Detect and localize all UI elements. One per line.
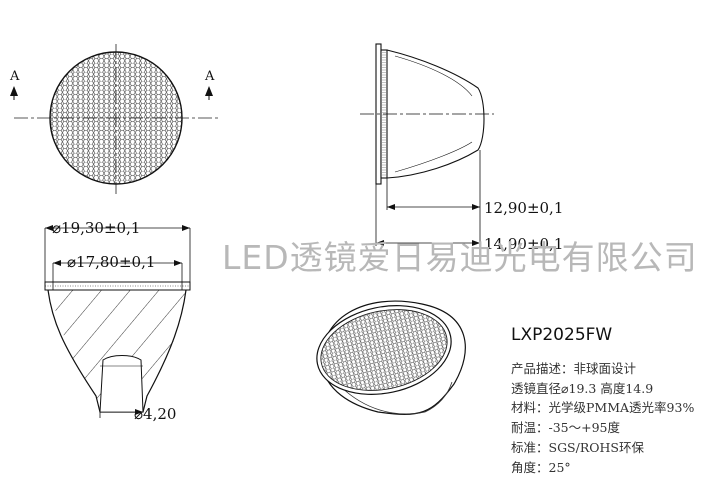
dim-height-total: 14,90±0,1 bbox=[484, 235, 563, 253]
model-number: LXP2025FW bbox=[511, 325, 613, 345]
section-label-left: A bbox=[9, 69, 20, 84]
spec-line: 透镜直径⌀19.3 高度14.9 bbox=[511, 380, 654, 396]
dim-height-body: 12,90±0,1 bbox=[484, 199, 563, 217]
top-view bbox=[14, 44, 218, 194]
spec-line: 材料：光学级PMMA透光率93% bbox=[511, 400, 695, 416]
dim-outer-diameter: ⌀19,30±0,1 bbox=[52, 219, 140, 237]
spec-line: 角度：25° bbox=[511, 459, 571, 475]
watermark-text: LED透镜爱日易迪光电有限公司 bbox=[222, 238, 698, 277]
spec-line: 标准：SGS/ROHS环保 bbox=[511, 439, 644, 455]
dim-arrows-side bbox=[376, 204, 480, 246]
side-view bbox=[360, 43, 494, 246]
perspective-view bbox=[313, 300, 466, 415]
arrow-up-icon bbox=[205, 86, 213, 96]
section-marker-right: A bbox=[204, 69, 215, 100]
spec-list: 产品描述：非球面设计 透镜直径⌀19.3 高度14.9 材料：光学级PMMA透光… bbox=[511, 359, 694, 477]
dim-inner-diameter: ⌀17,80±0,1 bbox=[67, 253, 155, 271]
dim-bottom-diameter: ⌀4,20 bbox=[134, 405, 176, 423]
arrow-up-icon bbox=[10, 86, 18, 96]
section-label-right: A bbox=[204, 69, 215, 84]
spec-line: 产品描述：非球面设计 bbox=[511, 361, 637, 376]
spec-line: 耐温：-35～+95度 bbox=[511, 420, 621, 436]
section-marker-left: A bbox=[9, 69, 20, 100]
